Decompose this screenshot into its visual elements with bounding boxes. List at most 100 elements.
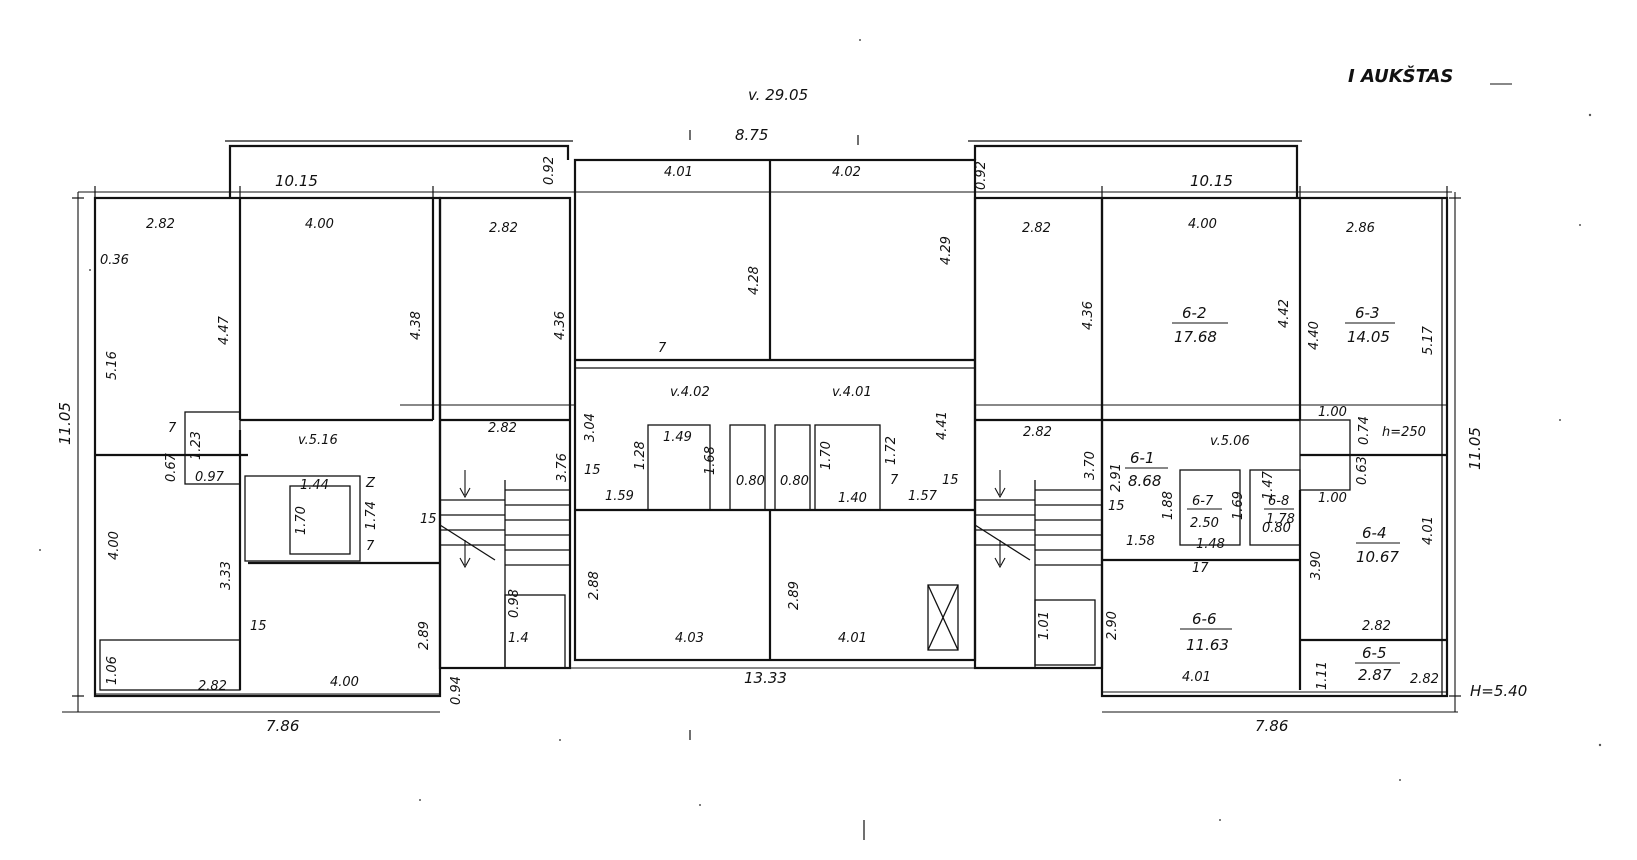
svg-text:h=250: h=250	[1382, 425, 1426, 440]
svg-text:11.05: 11.05	[56, 402, 74, 445]
svg-text:2.82: 2.82	[1022, 221, 1051, 236]
svg-text:1.4: 1.4	[508, 631, 529, 646]
svg-text:4.00: 4.00	[305, 217, 334, 232]
room-6-6: 6-6 11.63	[1180, 610, 1232, 654]
svg-text:3.04: 3.04	[583, 413, 598, 442]
room-code: 6-4	[1362, 524, 1387, 542]
room-code: 6-7	[1192, 494, 1214, 509]
svg-text:1.44: 1.44	[300, 478, 329, 493]
room-code: 6-8	[1268, 494, 1289, 509]
svg-text:4.29: 4.29	[939, 236, 954, 265]
room-area: 1.78	[1266, 512, 1295, 527]
room-area: 8.68	[1128, 472, 1161, 490]
svg-text:4.40: 4.40	[1307, 321, 1322, 350]
svg-text:4.00: 4.00	[1188, 217, 1217, 232]
svg-text:1.69: 1.69	[1231, 491, 1246, 520]
svg-text:0.80: 0.80	[736, 474, 765, 489]
svg-text:4.36: 4.36	[1081, 301, 1096, 330]
svg-text:1.88: 1.88	[1161, 491, 1176, 520]
plan-title: I AUKŠTAS	[1348, 65, 1453, 87]
svg-text:7: 7	[890, 473, 899, 488]
svg-text:Z: Z	[365, 476, 376, 491]
room-6-3: 6-3 14.05	[1345, 304, 1395, 346]
svg-text:10.15: 10.15	[275, 172, 318, 190]
svg-text:0.80: 0.80	[780, 474, 809, 489]
svg-text:H=5.40: H=5.40	[1470, 682, 1527, 700]
svg-text:2.82: 2.82	[146, 217, 175, 232]
svg-text:1.06: 1.06	[105, 656, 120, 685]
svg-text:1.47: 1.47	[1261, 470, 1276, 500]
scan-speckles	[39, 39, 1602, 821]
svg-text:4.00: 4.00	[330, 675, 359, 690]
overall-dimensions: 8.75 10.15 10.15 13.33 7.86 7.86 11.05 1…	[56, 126, 1484, 735]
svg-text:1.01: 1.01	[1037, 611, 1052, 640]
room-6-4: 6-4 10.67	[1356, 524, 1400, 566]
svg-text:2.82: 2.82	[1362, 619, 1391, 634]
room-labels: 6-2 17.68 6-3 14.05 6-1 8.68 6-7 2.50 6-…	[1125, 304, 1400, 684]
room-area: 2.50	[1190, 516, 1219, 531]
svg-text:4.00: 4.00	[107, 531, 122, 560]
room-code: 6-1	[1130, 449, 1155, 467]
svg-text:1.00: 1.00	[1318, 405, 1347, 420]
svg-text:0.36: 0.36	[100, 253, 129, 268]
svg-text:17: 17	[1192, 561, 1209, 576]
room-area: 11.63	[1186, 636, 1229, 654]
svg-text:4.36: 4.36	[553, 311, 568, 340]
svg-text:11.05: 11.05	[1466, 427, 1484, 470]
svg-text:2.82: 2.82	[489, 221, 518, 236]
svg-text:3.76: 3.76	[555, 453, 570, 482]
svg-text:3.33: 3.33	[219, 561, 234, 590]
svg-text:0.80: 0.80	[1262, 521, 1291, 536]
svg-text:0.97: 0.97	[195, 470, 225, 485]
svg-text:0.92: 0.92	[542, 156, 557, 185]
svg-text:0.63: 0.63	[1355, 456, 1370, 485]
svg-text:1.11: 1.11	[1315, 661, 1330, 690]
svg-text:4.38: 4.38	[409, 311, 424, 340]
walls	[93, 140, 1449, 698]
svg-text:4.47: 4.47	[217, 315, 232, 345]
svg-text:4.01: 4.01	[838, 631, 867, 646]
room-area: 14.05	[1347, 328, 1390, 346]
svg-text:v.5.16: v.5.16	[298, 433, 338, 448]
svg-text:4.01: 4.01	[1421, 516, 1436, 545]
right-stair-treads	[974, 489, 1102, 566]
svg-text:2.82: 2.82	[198, 679, 227, 694]
room-6-1: 6-1 8.68	[1125, 449, 1168, 490]
svg-text:1.23: 1.23	[189, 431, 204, 460]
svg-text:7.86: 7.86	[1255, 717, 1288, 735]
svg-text:2.88: 2.88	[587, 571, 602, 600]
svg-text:3.90: 3.90	[1309, 551, 1324, 580]
level-marks: v.5.16 v.4.02 v.4.01 v.5.06 h=250 H=5.40	[298, 385, 1527, 700]
svg-text:15: 15	[250, 619, 267, 634]
svg-text:13.33: 13.33	[744, 669, 787, 687]
room-6-5: 6-5 2.87	[1355, 644, 1400, 684]
svg-text:v.4.01: v.4.01	[832, 385, 872, 400]
svg-text:1.70: 1.70	[294, 506, 309, 535]
svg-text:15: 15	[1108, 499, 1125, 514]
svg-text:0.92: 0.92	[974, 161, 989, 190]
svg-text:5.16: 5.16	[105, 351, 120, 380]
dimension-ticks	[72, 130, 1461, 840]
svg-text:0.94: 0.94	[449, 676, 464, 705]
svg-text:2.82: 2.82	[1410, 672, 1439, 687]
reference-level: v. 29.05	[748, 86, 808, 104]
svg-text:1.57: 1.57	[908, 489, 938, 504]
svg-text:8.75: 8.75	[735, 126, 768, 144]
svg-text:2.89: 2.89	[417, 621, 432, 650]
room-code: 6-5	[1362, 644, 1387, 662]
svg-text:4.42: 4.42	[1277, 299, 1292, 328]
svg-text:1.59: 1.59	[605, 489, 634, 504]
room-area: 10.67	[1356, 548, 1399, 566]
svg-text:2.90: 2.90	[1105, 611, 1120, 640]
svg-text:4.28: 4.28	[747, 266, 762, 295]
svg-text:v.5.06: v.5.06	[1210, 434, 1250, 449]
room-6-7: 6-7 2.50	[1187, 494, 1222, 531]
svg-text:7: 7	[168, 421, 177, 436]
svg-text:3.70: 3.70	[1083, 451, 1098, 480]
room-6-2: 6-2 17.68	[1172, 304, 1228, 346]
svg-text:7: 7	[366, 539, 375, 554]
svg-text:1.28: 1.28	[633, 441, 648, 470]
svg-text:1.68: 1.68	[703, 446, 718, 475]
svg-text:15: 15	[420, 512, 437, 527]
